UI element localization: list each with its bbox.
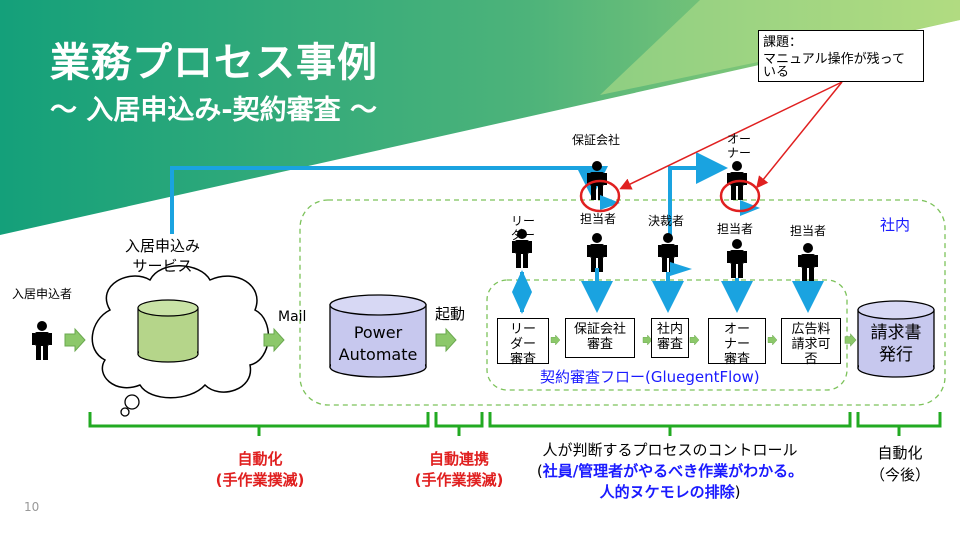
internal-area [299,199,946,406]
guarantor-staff-label: 担当者 [580,212,617,226]
step-line: リー [509,322,536,337]
invoice-label: 請求書 発行 [858,322,934,366]
green-arrow-icon [844,333,857,347]
invoice-line: 請求書 [870,323,922,343]
owner-staff-label: 担当者 [717,222,754,236]
issue-arrow [619,81,843,190]
link-label: 自動連携 (手作業撲滅) [398,449,520,491]
step-line: 広告料 [791,322,831,337]
applicant-label: 入居申込者 [12,287,73,301]
human-line: 人的ヌケモレの排除) [500,482,840,503]
blue-connector-internal [668,152,728,238]
human-label: 人が判断するプロセスのコントロール (社員/管理者がやるべき作業がわかる。 人的… [500,440,840,503]
auto1-label: 自動化 (手作業撲滅) [195,449,325,491]
step-line: オー [723,322,750,337]
green-arrow-icon [64,328,86,352]
approver-label: 決裁者 [648,214,685,228]
green-arrow-icon [767,334,778,346]
link-line: 自動連携 [428,450,489,468]
step-line: 請求可 [791,337,831,352]
step-line: 社内 [656,322,683,337]
link-line: (手作業撲滅) [414,471,504,489]
invoice-line: 発行 [879,345,913,365]
applicant-person-icon [32,321,52,360]
step-line: 否 [804,352,818,367]
issue-line: マニュアル操作が残って [763,52,905,67]
pa-line: Power [353,323,403,342]
human-blue-text: 人的ヌケモレの排除 [599,483,735,501]
human-line: (社員/管理者がやるべき作業がわかる。 [500,461,840,482]
green-arrow-icon [550,334,561,346]
guarantor-company-label: 保証会社 [572,133,621,147]
step-line: ナー [723,337,750,352]
power-automate-cylinder [329,294,427,378]
leader-label: リーダー [510,214,535,242]
service-label: 入居申込み サービス [125,236,200,276]
step-internal-review: 社内 審査 [651,318,689,358]
bracket-auto1 [88,412,430,428]
pa-line: Automate [338,345,418,364]
issue-arrow [756,81,843,189]
owner-staff-person-icon [727,239,747,278]
ad-staff-label: 担当者 [790,224,827,238]
flag-icon [670,262,692,276]
bracket-future [856,412,942,428]
step-line: 審査 [509,352,536,367]
service-label-line: サービス [132,257,193,275]
service-db-cylinder [137,299,199,363]
owner-label: オーナー [726,132,751,160]
green-arrow-icon [435,328,457,352]
future-line: 自動化 [877,444,923,462]
flow-area [486,279,848,391]
step-leader-review: リー ダー 審査 [497,318,549,367]
step-ad-fee-review: 広告料 請求可 否 [781,318,841,367]
step-line: 審査 [723,352,750,367]
issue-highlight-circle [579,179,621,213]
bracket-human [488,412,852,428]
auto1-line: (手作業撲滅) [215,471,305,489]
issue-note: 課題： マニュアル操作が残って いる [758,30,924,82]
power-automate-label: Power Automate [330,322,426,366]
invoice-cylinder [857,300,935,378]
auto1-line: 自動化 [237,450,283,468]
page-title: 業務プロセス事例 [50,40,378,86]
internal-label: 社内 [880,216,911,234]
flag-icon [600,195,620,210]
page-subtitle: ～ 入居申込み-契約審査 ～ [50,95,378,126]
issue-line: いる [763,65,790,80]
paren: ) [734,483,741,501]
step-line: 審査 [586,337,613,352]
trigger-label: 起動 [435,305,466,323]
future-line: （今後） [869,466,930,484]
step-line: ダー [509,337,536,352]
step-line: 審査 [656,337,683,352]
human-blue-text: 社員/管理者がやるべき作業がわかる。 [542,462,804,480]
guarantor-staff-person-icon [587,233,607,272]
issue-highlight-circle [719,179,761,213]
mail-label: Mail [278,309,307,325]
step-owner-review: オー ナー 審査 [708,318,766,367]
future-label: 自動化 （今後） [862,442,938,486]
step-guarantor-review: 保証会社 審査 [565,318,635,358]
step-line: 保証会社 [573,322,626,337]
ad-staff-person-icon [798,243,818,282]
flow-name-label: 契約審査フロー(GluegentFlow) [540,368,760,386]
green-arrow-icon [689,334,700,346]
page-number: 10 [24,500,40,514]
bracket-link [434,412,484,428]
bidirectional-arrow-icon [512,270,532,314]
service-label-line: 入居申込み [125,237,201,255]
paren: ( [536,462,543,480]
issue-line: 課題： [763,35,803,50]
human-line: 人が判断するプロセスのコントロール [542,441,798,459]
